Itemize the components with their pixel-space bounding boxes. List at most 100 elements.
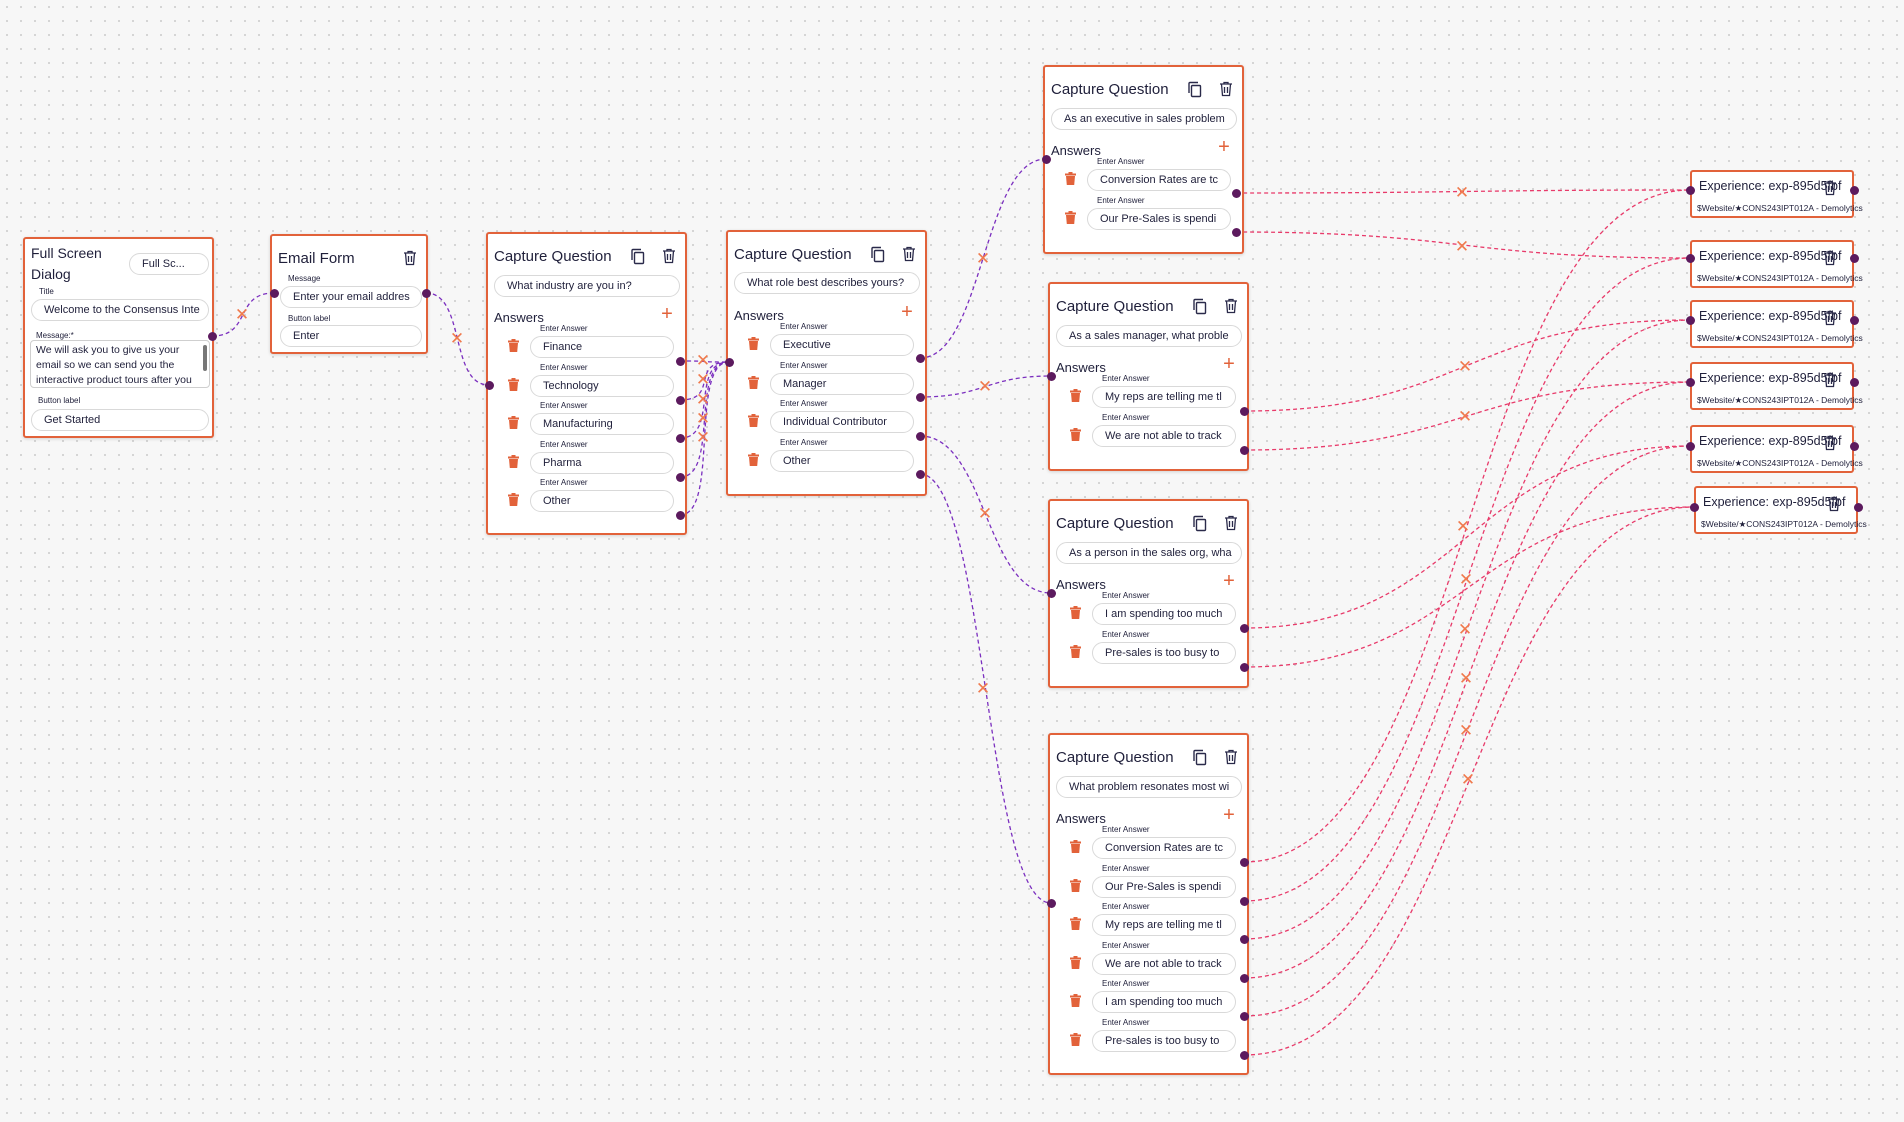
remove-connection-x-icon[interactable]: ✕ — [1457, 357, 1473, 376]
connection-port[interactable] — [675, 433, 685, 443]
delete-answer-icon[interactable] — [1070, 389, 1081, 402]
delete-answer-icon[interactable] — [748, 375, 759, 389]
delete-answer-icon[interactable] — [748, 452, 759, 466]
answer-input[interactable]: Finance — [530, 336, 674, 358]
answer-input[interactable]: Individual Contributor — [770, 411, 914, 433]
connection-port[interactable] — [1685, 377, 1695, 387]
experience-node[interactable]: Experience: exp-895d5fbf$Website/★CONS24… — [1690, 425, 1863, 473]
connection-port[interactable] — [1685, 185, 1695, 195]
connection-port[interactable] — [1231, 227, 1241, 237]
connection-port[interactable] — [1239, 406, 1249, 416]
delete-answer-icon[interactable] — [1070, 1032, 1081, 1046]
answer-input[interactable]: Pharma — [530, 451, 674, 474]
remove-connection-x-icon[interactable]: ✕ — [977, 377, 993, 396]
remove-connection-x-icon[interactable]: ✕ — [1457, 407, 1473, 426]
remove-connection-x-icon[interactable]: ✕ — [695, 351, 711, 370]
connection-port[interactable] — [915, 353, 925, 363]
remove-connection-x-icon[interactable]: ✕ — [1458, 669, 1474, 688]
remove-connection-x-icon[interactable]: ✕ — [977, 504, 993, 523]
connection-port[interactable] — [1239, 896, 1249, 906]
connection-port[interactable] — [421, 288, 431, 298]
connection-port[interactable] — [675, 395, 685, 405]
delete-answer-icon[interactable] — [1065, 172, 1076, 185]
remove-connection-x-icon[interactable]: ✕ — [975, 249, 991, 268]
experience-node[interactable]: Experience: exp-895d5fbf$Website/★CONS24… — [1694, 486, 1867, 534]
add-answer-button[interactable]: + — [661, 303, 673, 325]
remove-connection-x-icon[interactable]: ✕ — [1454, 183, 1470, 202]
trash-icon[interactable] — [1820, 433, 1840, 453]
connection-port[interactable] — [675, 356, 685, 366]
message-input[interactable]: Enter your email addres — [280, 286, 422, 308]
copy-icon[interactable] — [1189, 513, 1209, 533]
delete-answer-icon[interactable] — [508, 377, 519, 391]
connection-port[interactable] — [915, 469, 925, 479]
connection-port[interactable] — [1239, 623, 1249, 633]
trash-icon[interactable] — [659, 246, 679, 266]
delete-answer-icon[interactable] — [508, 454, 519, 468]
connection-port[interactable] — [1849, 253, 1859, 263]
copy-icon[interactable] — [1184, 79, 1204, 99]
connection-port[interactable] — [1849, 441, 1859, 451]
connection-port[interactable] — [1685, 253, 1695, 263]
dialog-type-select[interactable]: Full Sc... — [129, 253, 209, 275]
add-answer-button[interactable]: + — [1223, 353, 1235, 375]
question-input[interactable]: What role best describes yours? — [734, 272, 920, 294]
answer-input[interactable]: Pre-sales is too busy to — [1092, 641, 1236, 664]
connection-port[interactable] — [1041, 154, 1051, 164]
question-input[interactable]: As a person in the sales org, wha — [1056, 542, 1242, 564]
answer-input[interactable]: Executive — [770, 334, 914, 356]
answer-input[interactable]: Technology — [530, 374, 674, 397]
answer-input[interactable]: Other — [530, 490, 674, 512]
remove-connection-x-icon[interactable]: ✕ — [1460, 770, 1476, 789]
add-answer-button[interactable]: + — [1218, 136, 1230, 158]
connection-port[interactable] — [675, 510, 685, 520]
delete-answer-icon[interactable] — [1070, 427, 1081, 441]
answer-input[interactable]: Manufacturing — [530, 413, 674, 435]
connection-port[interactable] — [1046, 371, 1056, 381]
connection-port[interactable] — [207, 331, 217, 341]
answer-input[interactable]: Pre-sales is too busy to — [1092, 1029, 1236, 1052]
experience-node[interactable]: Experience: exp-895d5fbf$Website/★CONS24… — [1690, 362, 1863, 410]
question-input[interactable]: What problem resonates most wi — [1056, 776, 1242, 798]
trash-icon[interactable] — [1221, 513, 1241, 533]
trash-icon[interactable] — [1221, 296, 1241, 316]
textarea-scrollbar[interactable] — [203, 345, 207, 371]
connection-port[interactable] — [1239, 445, 1249, 455]
answer-input[interactable]: My reps are telling me tl — [1092, 914, 1236, 936]
answer-input[interactable]: Manager — [770, 372, 914, 395]
connection-port[interactable] — [1239, 857, 1249, 867]
delete-answer-icon[interactable] — [1070, 644, 1081, 658]
button-label-input[interactable]: Enter — [280, 325, 422, 347]
answer-input[interactable]: I am spending too much — [1092, 603, 1236, 625]
remove-connection-x-icon[interactable]: ✕ — [695, 428, 711, 447]
delete-answer-icon[interactable] — [508, 339, 519, 352]
trash-icon[interactable] — [1820, 370, 1840, 390]
connection-port[interactable] — [1685, 441, 1695, 451]
delete-answer-icon[interactable] — [1070, 840, 1081, 853]
experience-node[interactable]: Experience: exp-895d5fbf$Website/★CONS24… — [1690, 170, 1863, 218]
answer-input[interactable]: Other — [770, 449, 914, 472]
connection-port[interactable] — [1853, 502, 1863, 512]
connection-port[interactable] — [675, 472, 685, 482]
connection-port[interactable] — [484, 380, 494, 390]
copy-icon[interactable] — [867, 244, 887, 264]
title-input[interactable]: Welcome to the Consensus Inte — [31, 299, 209, 321]
trash-icon[interactable] — [1820, 178, 1840, 198]
question-input[interactable]: As a sales manager, what proble — [1056, 325, 1242, 347]
connection-port[interactable] — [1239, 662, 1249, 672]
remove-connection-x-icon[interactable]: ✕ — [695, 409, 711, 428]
full-screen-dialog-node[interactable]: Full Screen Dialog Full Sc... Title Welc… — [23, 237, 214, 438]
answer-input[interactable]: We are not able to track — [1092, 424, 1236, 447]
answer-input[interactable]: I am spending too much — [1092, 991, 1236, 1013]
add-answer-button[interactable]: + — [1223, 570, 1235, 592]
copy-icon[interactable] — [1189, 296, 1209, 316]
trash-icon[interactable] — [1824, 494, 1844, 514]
connection-port[interactable] — [1849, 185, 1859, 195]
connection-port[interactable] — [1046, 898, 1056, 908]
answer-input[interactable]: Our Pre-Sales is spendi — [1092, 875, 1236, 898]
delete-answer-icon[interactable] — [748, 414, 759, 427]
